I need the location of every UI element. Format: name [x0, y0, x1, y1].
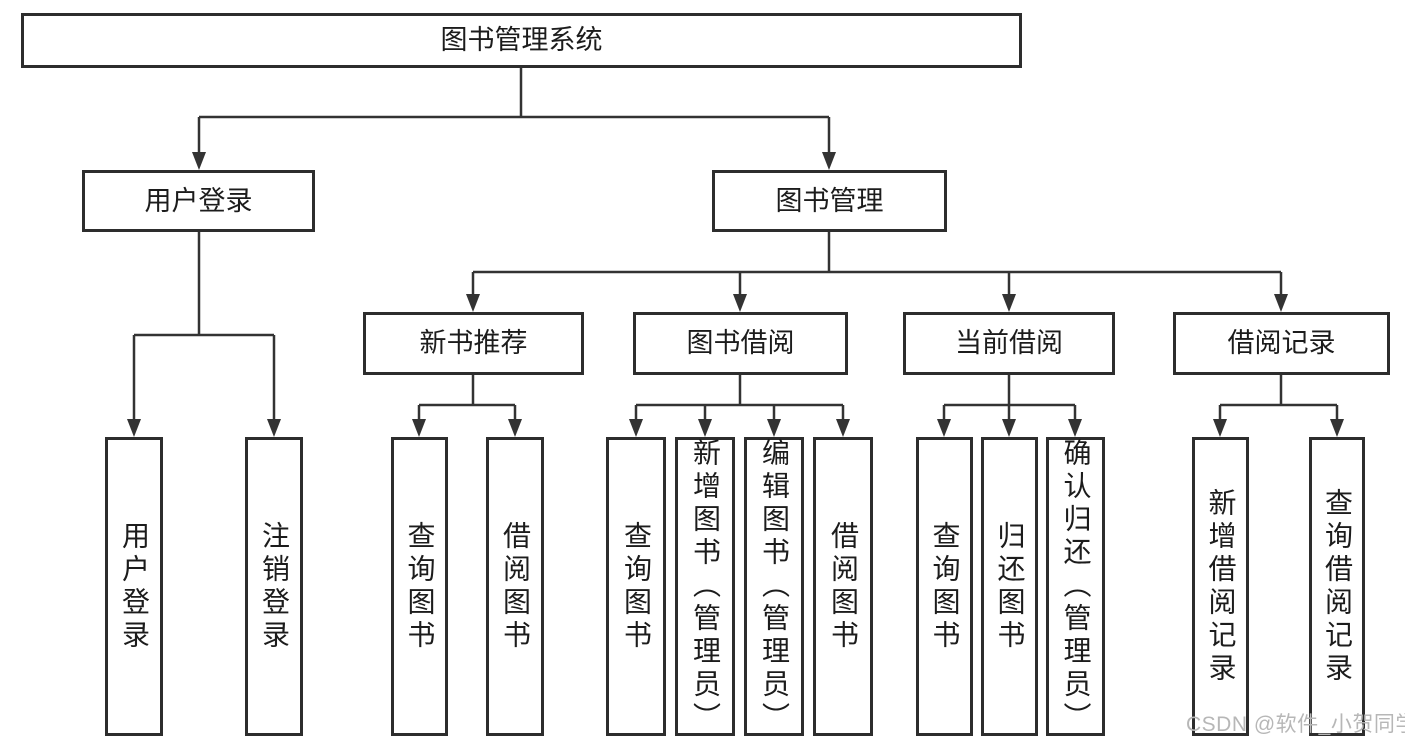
arrow-down-icon [1068, 419, 1082, 437]
arrow-down-icon [412, 419, 426, 437]
node-new-book-recommend: 新书推荐 [363, 312, 584, 375]
connector-user-login-to-leaves [132, 232, 276, 423]
leaf-return-books-label: 归还图书 [994, 520, 1026, 653]
leaf-recommend-borrow-books: 借阅图书 [486, 437, 544, 736]
leaf-borrow-query-books: 查询图书 [606, 437, 666, 736]
leaf-user-login-label: 用户登录 [119, 520, 150, 653]
connector-current-borrow-to-leaves [942, 375, 1077, 423]
connector-root-to-level2 [197, 68, 831, 156]
leaf-return-books: 归还图书 [981, 437, 1038, 736]
node-borrow-records-label: 借阅记录 [1227, 328, 1336, 358]
arrow-down-icon [822, 152, 836, 170]
connector-borrow-records-to-leaves [1218, 375, 1339, 423]
node-root-label: 图书管理系统 [440, 25, 603, 55]
leaf-borrow-books-label: 借阅图书 [828, 520, 859, 653]
arrow-down-icon [698, 419, 712, 437]
leaf-current-query-books-label: 查询图书 [929, 520, 961, 653]
arrow-down-icon [1213, 419, 1227, 437]
node-new-book-recommend-label: 新书推荐 [419, 328, 528, 358]
arrow-down-icon [836, 419, 850, 437]
arrow-down-icon [192, 152, 206, 170]
connector-book-borrow-to-leaves [634, 375, 845, 423]
csdn-watermark: CSDN @软件_小贺同学 [1186, 713, 1405, 736]
leaf-borrow-books: 借阅图书 [813, 437, 873, 736]
node-book-borrow: 图书借阅 [633, 312, 848, 375]
leaf-borrow-query-books-label: 查询图书 [621, 520, 652, 653]
leaf-current-query-books: 查询图书 [916, 437, 973, 736]
leaf-add-borrow-record-label: 新增借阅记录 [1205, 487, 1237, 686]
leaf-recommend-borrow-books-label: 借阅图书 [500, 520, 531, 653]
node-book-management-label: 图书管理 [775, 185, 884, 216]
arrow-down-icon [1002, 294, 1016, 312]
arrow-down-icon [1274, 294, 1288, 312]
arrow-down-icon [937, 419, 951, 437]
node-book-management: 图书管理 [712, 170, 947, 232]
leaf-edit-books-admin-label: 编辑图书（管理员） [759, 438, 790, 735]
connector-book-management-to-level3 [471, 232, 1283, 298]
leaf-recommend-query-books: 查询图书 [391, 437, 448, 736]
leaf-confirm-return-admin-label: 确认归还（管理员） [1060, 438, 1092, 735]
leaf-logout: 注销登录 [245, 437, 303, 736]
node-user-login: 用户登录 [82, 170, 315, 232]
leaf-logout-label: 注销登录 [259, 520, 290, 653]
node-current-borrow: 当前借阅 [903, 312, 1115, 375]
arrow-down-icon [466, 294, 480, 312]
leaf-query-borrow-record-label: 查询借阅记录 [1322, 487, 1353, 686]
arrow-down-icon [629, 419, 643, 437]
leaf-edit-books-admin: 编辑图书（管理员） [744, 437, 804, 736]
arrow-down-icon [1330, 419, 1344, 437]
node-borrow-records: 借阅记录 [1173, 312, 1390, 375]
node-current-borrow-label: 当前借阅 [955, 328, 1063, 358]
node-root: 图书管理系统 [21, 13, 1022, 68]
arrow-down-icon [733, 294, 747, 312]
leaf-user-login: 用户登录 [105, 437, 163, 736]
arrow-down-icon [267, 419, 281, 437]
arrow-down-icon [767, 419, 781, 437]
leaf-add-books-admin-label: 新增图书（管理员） [690, 438, 721, 735]
leaf-add-books-admin: 新增图书（管理员） [675, 437, 735, 736]
node-user-login-label: 用户登录 [144, 185, 253, 216]
arrow-down-icon [127, 419, 141, 437]
leaf-confirm-return-admin: 确认归还（管理员） [1046, 437, 1105, 736]
leaf-query-borrow-record: 查询借阅记录 [1309, 437, 1365, 736]
arrow-down-icon [508, 419, 522, 437]
leaf-add-borrow-record: 新增借阅记录 [1192, 437, 1249, 736]
connector-new-book-recommend-to-leaves [417, 375, 517, 423]
node-book-borrow-label: 图书借阅 [686, 328, 795, 358]
arrow-down-icon [1002, 419, 1016, 437]
leaf-recommend-query-books-label: 查询图书 [404, 520, 436, 653]
